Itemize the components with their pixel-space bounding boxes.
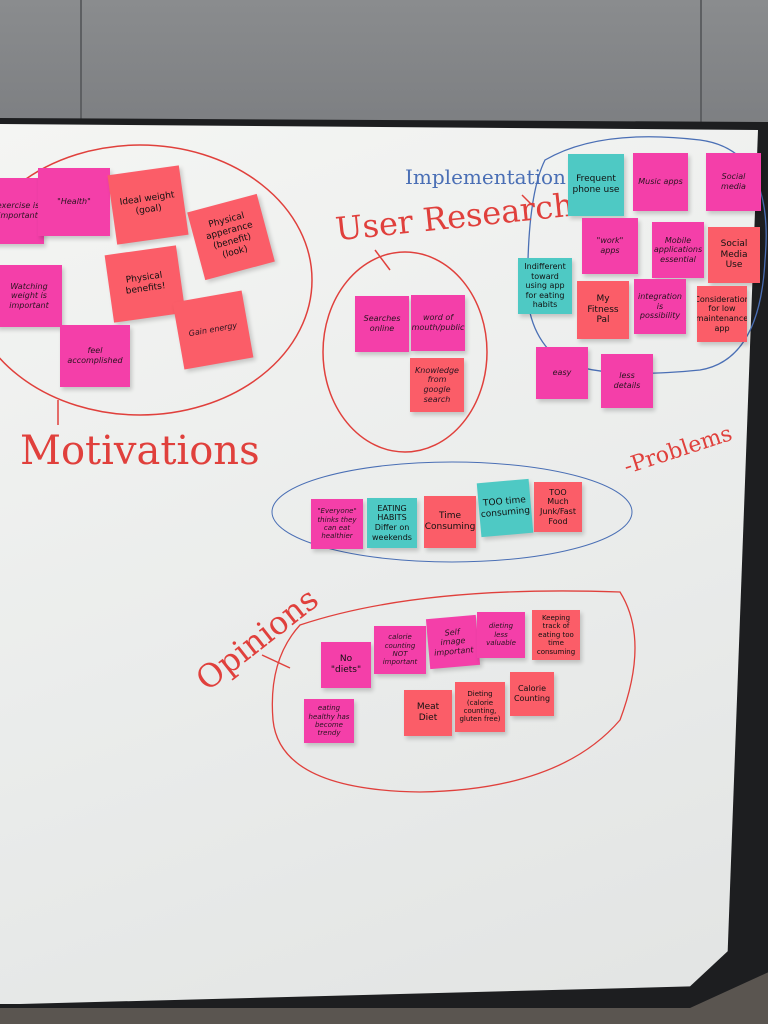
sticky-note: Mobile applications essential (652, 222, 704, 278)
sticky-note: No "diets" (321, 642, 371, 688)
sticky-note: Searches online (355, 296, 409, 352)
sticky-note: Consideration for low maintenance app (697, 286, 747, 342)
sticky-note: Keeping track of eating too time consumi… (532, 610, 580, 660)
sticky-note: "Everyone" thinks they can eat healthier (311, 499, 363, 549)
sticky-note: Self image important (425, 614, 481, 670)
sticky-note: exercise is important (0, 178, 44, 244)
sticky-note: Knowledge from google search (410, 358, 464, 412)
sticky-note: "work" apps (582, 218, 638, 274)
implementation-label: Implementation (405, 165, 566, 189)
sticky-note: eating healthy has become trendy (304, 699, 354, 743)
sticky-note: Ideal weight (goal) (107, 165, 189, 245)
sticky-note: Gain energy (172, 290, 254, 370)
sticky-note: less details (601, 354, 653, 408)
sticky-note: Time Consuming (424, 496, 476, 548)
sticky-note: dieting less valuable (477, 612, 525, 658)
sticky-note: TOO Much Junk/Fast Food (534, 482, 582, 532)
sticky-note: easy (536, 347, 588, 399)
sticky-note: Dieting (calorie counting, gluten free) (455, 682, 505, 732)
sticky-note: Meat Diet (404, 690, 452, 736)
sticky-note: integration is possibility (634, 279, 686, 334)
sticky-note: Indifferent toward using app for eating … (518, 258, 572, 314)
sticky-note: EATING HABITS Differ on weekends (367, 498, 417, 548)
sticky-note: feel accomplished (60, 325, 130, 387)
sticky-note: Frequent phone use (568, 154, 624, 216)
sticky-note: calorie counting NOT important (374, 626, 426, 674)
cubicle-wall (0, 0, 768, 125)
sticky-note: word of mouth/public (411, 295, 465, 351)
sticky-note: "Health" (38, 168, 110, 236)
motivations-label: Motivations (20, 428, 260, 474)
sticky-note: Social media (706, 153, 761, 211)
sticky-note: My Fitness Pal (577, 281, 629, 339)
wall-seam (700, 0, 702, 125)
sticky-note: Watching weight is important (0, 265, 62, 327)
sticky-note: TOO time consuming (476, 478, 534, 538)
sticky-note: Music apps (633, 153, 688, 211)
wall-seam (80, 0, 82, 125)
sticky-note: Calorie Counting (510, 672, 554, 716)
sticky-note: Social Media Use (708, 227, 760, 283)
